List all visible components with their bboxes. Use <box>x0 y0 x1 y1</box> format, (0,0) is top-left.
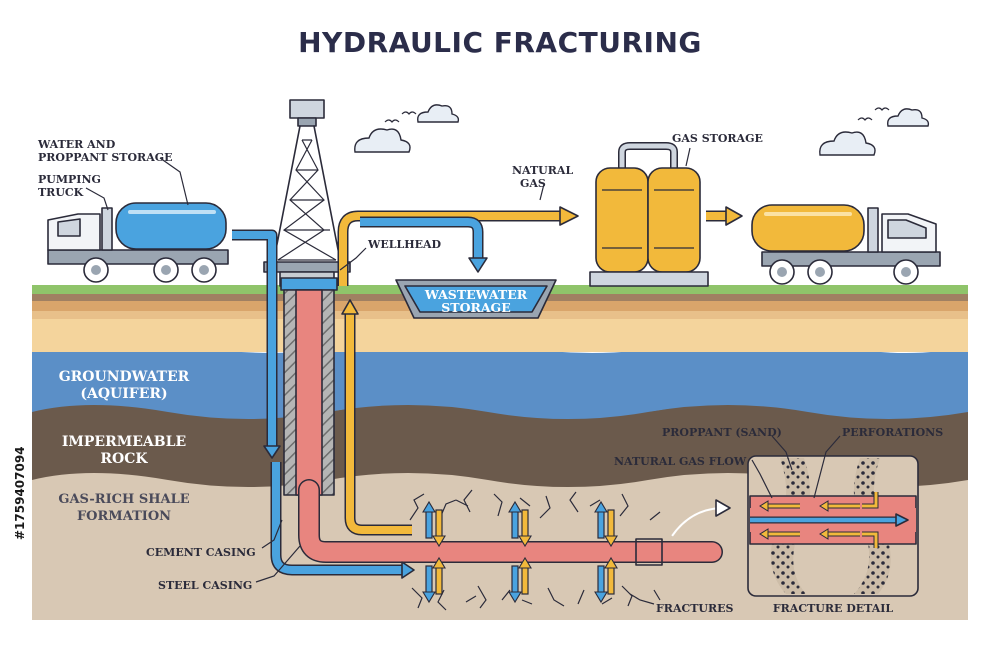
leader-lines <box>85 147 841 605</box>
page-title: HYDRAULIC FRACTURING <box>298 26 702 59</box>
gas-storage-label: GAS STORAGE <box>672 132 763 145</box>
well-casing <box>280 277 338 496</box>
shale-label-2: FORMATION <box>77 509 171 524</box>
water-tank-icon <box>115 202 227 250</box>
shale-label-1: GAS-RICH SHALE <box>58 492 189 507</box>
pumping-truck-icon <box>47 202 229 283</box>
wellhead-cap <box>280 277 338 291</box>
wastewater-label-1: WASTEWATER <box>424 287 528 302</box>
water-storage-label-1: WATER AND <box>37 138 116 151</box>
fractures-label: FRACTURES <box>656 602 734 615</box>
stock-id-watermark: #1759407094 <box>13 446 27 540</box>
zoom-box <box>635 538 663 566</box>
groundwater-label-1: GROUNDWATER <box>59 369 190 385</box>
water-injection-line <box>232 229 415 579</box>
pumping-truck-label-1: PUMPING <box>38 173 101 186</box>
impermeable-label-1: IMPERMEABLE <box>62 434 186 450</box>
gas-return-line <box>337 206 579 536</box>
wastewater-label-2: STORAGE <box>441 300 511 315</box>
horizontal-well <box>299 480 722 562</box>
natural-gas-label-1: NATURAL <box>512 164 573 177</box>
fracture-detail-panel <box>747 455 919 597</box>
natural-gas-flow-label: NATURAL GAS FLOW <box>614 455 747 468</box>
pumping-truck-label-2: TRUCK <box>38 186 84 199</box>
steel-casing-shape <box>295 289 323 496</box>
wastewater-pit <box>395 279 557 319</box>
sand-layer <box>32 318 968 352</box>
ground-layers <box>32 285 968 620</box>
fractures-icon <box>409 489 661 611</box>
wellhead-label: WELLHEAD <box>367 238 442 251</box>
cloud-icon <box>354 104 930 156</box>
cement-casing-label: CEMENT CASING <box>146 546 256 559</box>
wastewater-line <box>360 216 488 273</box>
aquifer-layer <box>32 339 968 419</box>
fracture-detail-label: FRACTURE DETAIL <box>773 602 894 615</box>
steel-casing-label: STEEL CASING <box>158 579 252 592</box>
birds-icon <box>384 107 890 123</box>
perforations-label: PERFORATIONS <box>842 426 943 439</box>
gas-storage-tanks-icon <box>589 142 709 287</box>
proppant-label: PROPPANT (SAND) <box>662 426 782 439</box>
natural-gas-label-2: GAS <box>520 177 546 190</box>
fracture-flow-arrows <box>422 500 618 604</box>
impermeable-label-2: ROCK <box>100 451 148 467</box>
groundwater-label-2: (AQUIFER) <box>80 386 167 402</box>
water-storage-label-2: PROPPANT STORAGE <box>38 151 173 164</box>
impermeable-layer <box>32 401 968 487</box>
gas-truck-icon <box>751 204 941 285</box>
